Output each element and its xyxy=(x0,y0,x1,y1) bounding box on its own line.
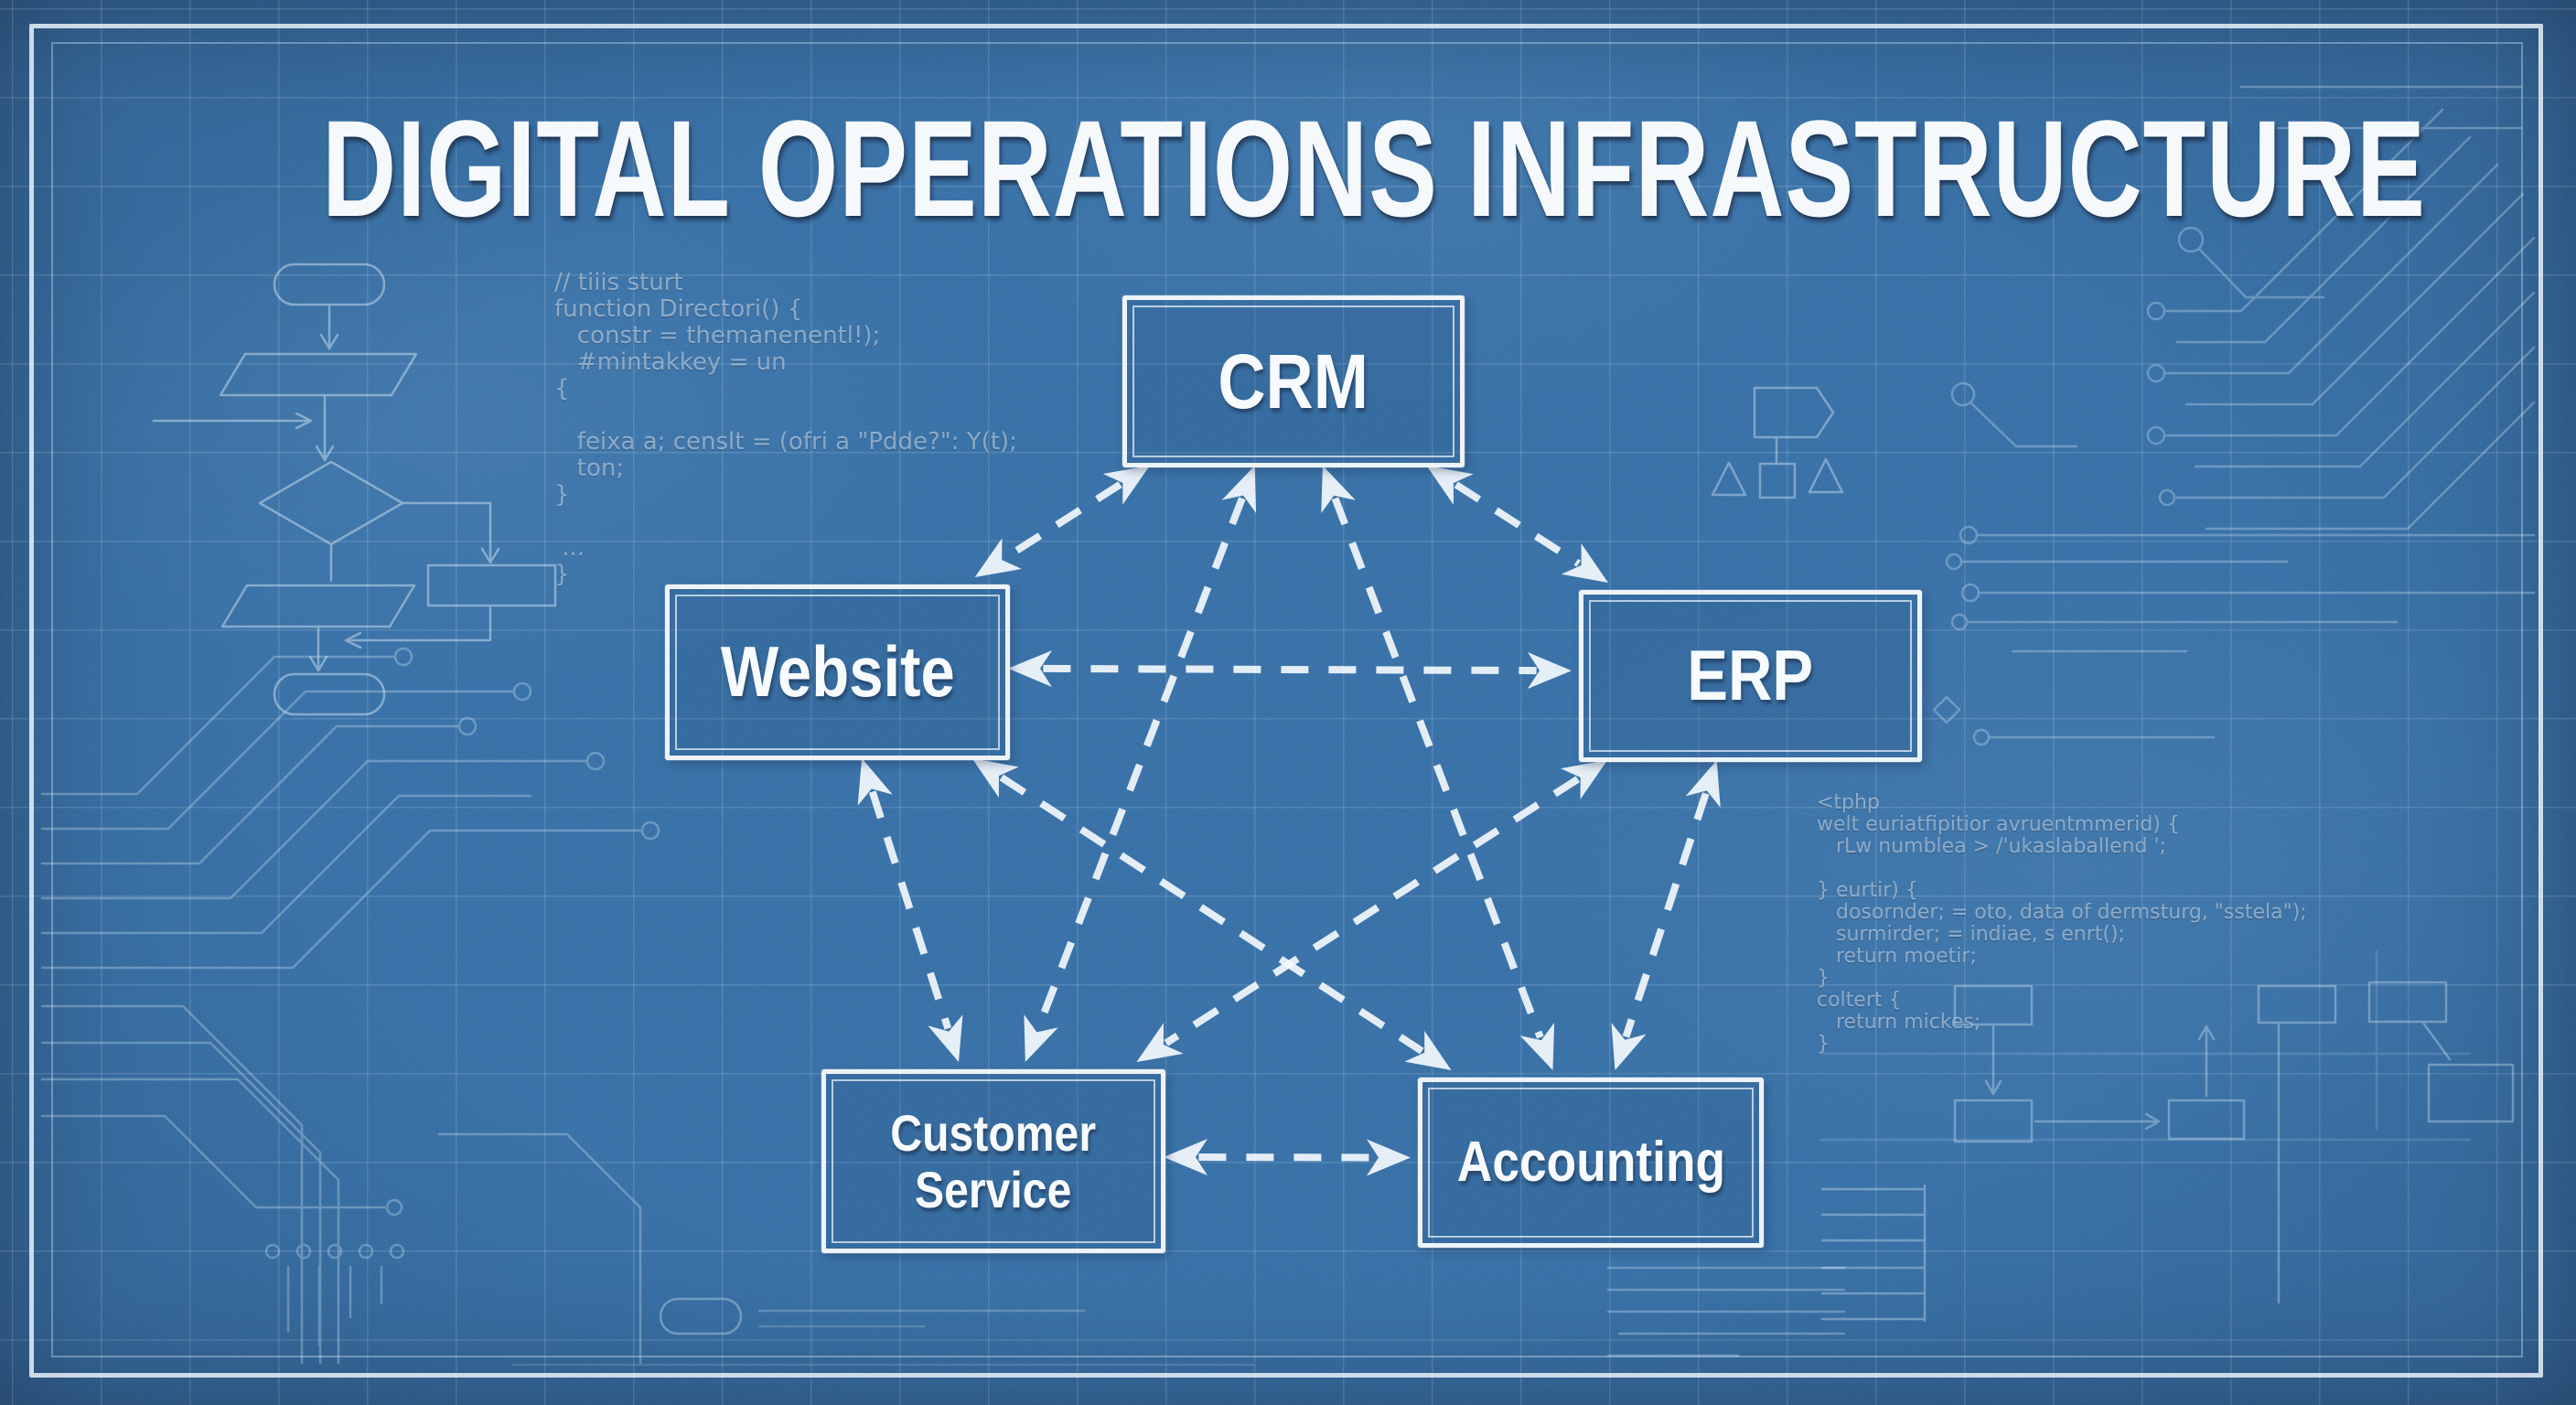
arrowhead-icon xyxy=(1404,1031,1452,1070)
arrowhead-icon xyxy=(1164,1139,1208,1176)
node-accounting: Accounting xyxy=(1418,1078,1764,1248)
arrowhead-icon xyxy=(1560,760,1608,799)
code-snippet-right: <tphp welt euriatfipitior avruentmmerid)… xyxy=(1817,791,2307,1056)
stadium-sketch-bottom xyxy=(659,1297,1086,1335)
connector-website-erp xyxy=(1043,664,1537,675)
node-crm: CRM xyxy=(1122,295,1465,467)
node-customer-service: Customer Service xyxy=(821,1069,1165,1253)
connector-erp-customer-service xyxy=(1164,776,1581,1046)
table-lines-sketch xyxy=(1606,1266,1846,1357)
flowchart-sketch-left xyxy=(152,263,557,716)
arrowhead-icon xyxy=(1102,466,1150,505)
banner-scale-doodle xyxy=(1711,386,1844,499)
circuit-sketch-bottom-left xyxy=(40,647,660,1365)
node-erp: ERP xyxy=(1579,590,1922,762)
node-website: Website xyxy=(665,585,1010,760)
page-title: DIGITAL OPERATIONS INFRASTRUCTURE xyxy=(322,91,2426,245)
arrowhead-icon xyxy=(1426,466,1474,505)
circuit-sketch-middle-right xyxy=(1932,381,2536,746)
connector-website-accounting xyxy=(999,774,1424,1055)
connector-erp-accounting xyxy=(1622,792,1710,1038)
arrowhead-icon xyxy=(1561,543,1609,583)
arrowhead-icon xyxy=(1527,652,1572,690)
arrowhead-icon xyxy=(1321,466,1356,513)
arrowhead-icon xyxy=(857,758,893,806)
node-crm-label: CRM xyxy=(1218,338,1369,424)
connector-website-customer-service xyxy=(868,790,952,1030)
arrowhead-icon xyxy=(1136,1023,1184,1062)
arrowhead-icon xyxy=(1024,1014,1058,1062)
node-accounting-label: Accounting xyxy=(1456,1130,1725,1194)
connector-crm-accounting xyxy=(1331,497,1544,1039)
arrowhead-icon xyxy=(1008,649,1053,687)
connector-crm-erp xyxy=(1454,481,1581,567)
arrowhead-icon xyxy=(1519,1023,1555,1070)
arrowhead-icon xyxy=(1366,1139,1411,1176)
arrowhead-icon xyxy=(1221,466,1257,513)
node-website-label: Website xyxy=(720,631,955,713)
arrowhead-icon xyxy=(1685,760,1721,808)
arrowhead-icon xyxy=(971,758,1019,798)
node-customer-service-label: Customer Service xyxy=(890,1103,1097,1218)
connector-crm-customer-service xyxy=(1034,497,1246,1031)
code-snippet-left: // tiiis sturt function Directori() { co… xyxy=(554,269,1017,588)
connector-crm-website xyxy=(1002,481,1122,562)
arrowhead-icon xyxy=(1611,1023,1647,1070)
node-erp-label: ERP xyxy=(1687,635,1814,716)
arrowhead-icon xyxy=(928,1014,963,1062)
